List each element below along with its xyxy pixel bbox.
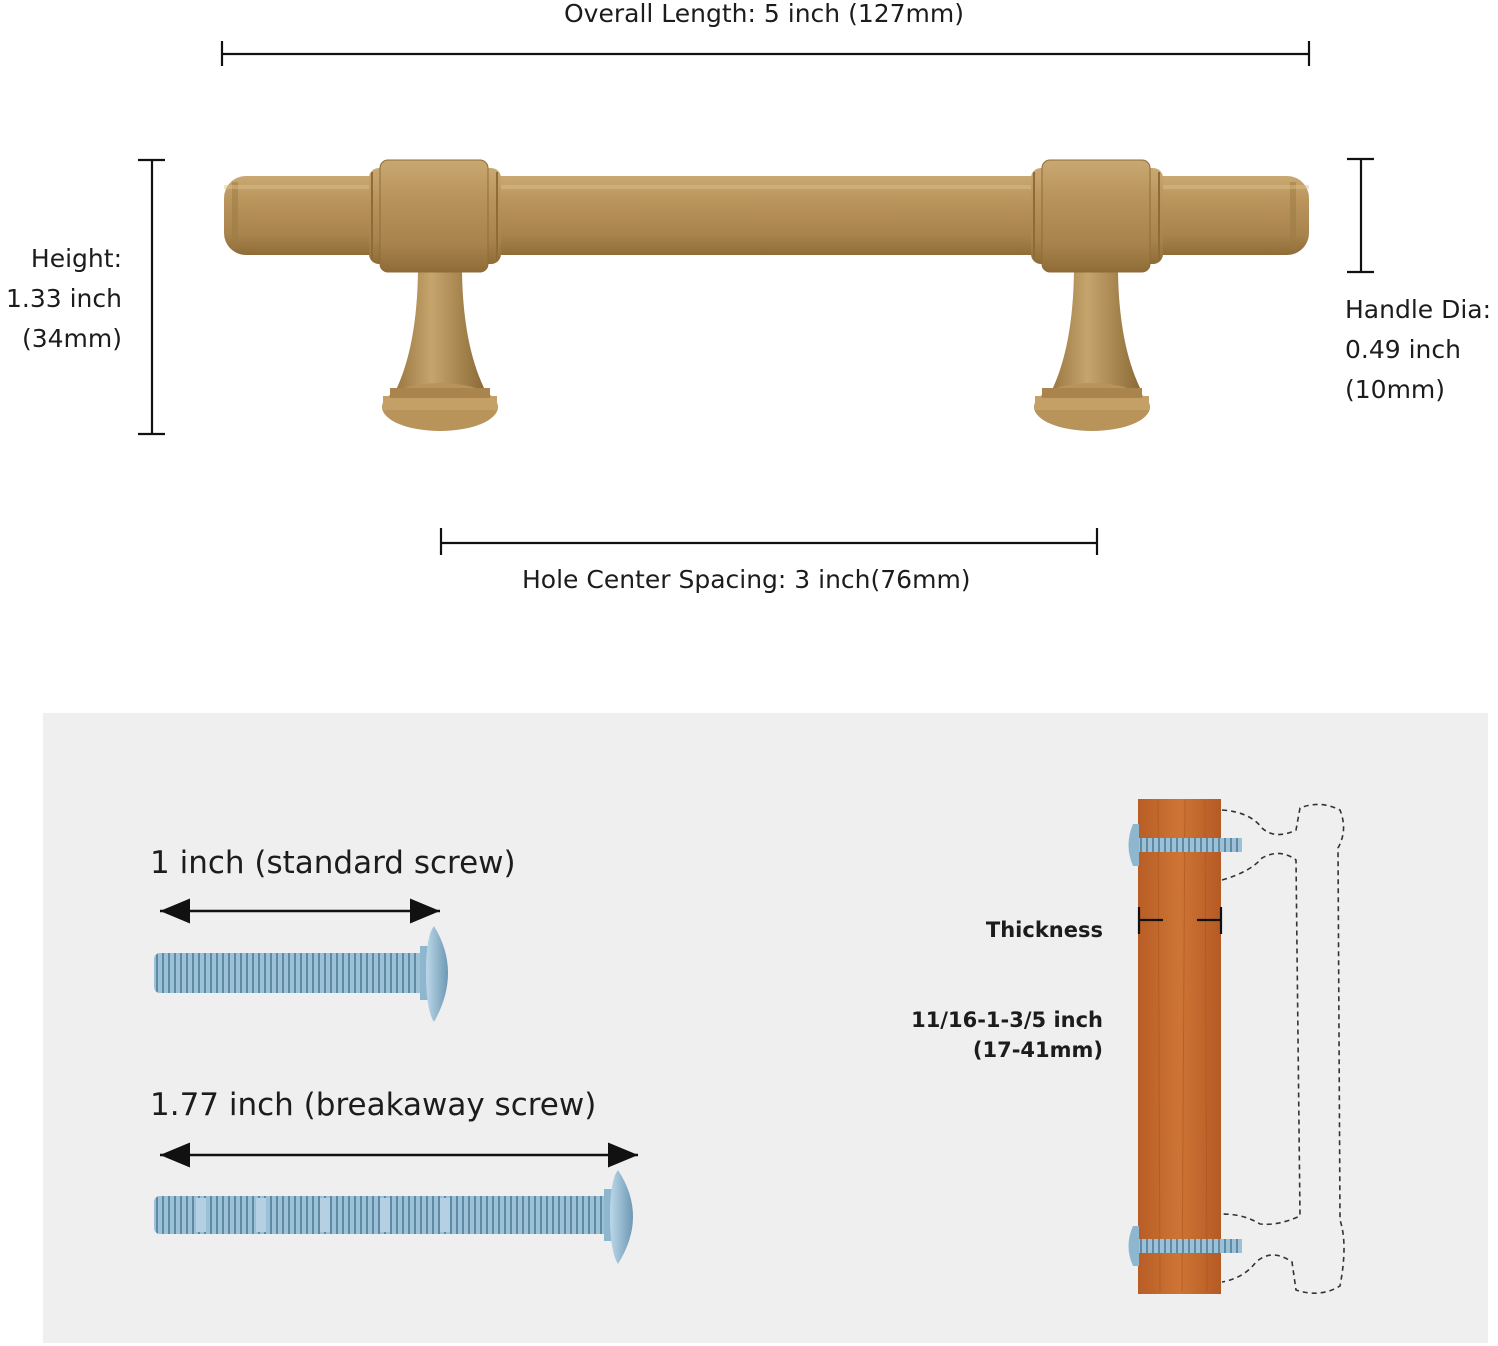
breakaway-screw-icon: [154, 1170, 633, 1264]
handle-left-leg: [382, 265, 498, 431]
thickness-range: 11/16-1-3/5 inch (17-41mm): [880, 1005, 1103, 1065]
handle-drawing: [138, 41, 1374, 555]
hole-spacing-dimension-line: [439, 528, 1099, 555]
thickness-range-inch: 11/16-1-3/5 inch: [911, 1008, 1103, 1032]
height-label: Height: 1.33 inch (34mm): [0, 239, 122, 359]
handle-right-leg: [1034, 265, 1150, 431]
handle-outline-dashed: [1221, 803, 1345, 1294]
overall-length-dimension-line: [220, 41, 1311, 66]
thickness-range-mm: (17-41mm): [972, 1038, 1103, 1062]
standard-screw-label: 1 inch (standard screw): [150, 845, 516, 881]
handle-right-collar: [1031, 159, 1163, 273]
hole-spacing-label: Hole Center Spacing: 3 inch(76mm): [522, 565, 971, 594]
thickness-dimension-line: [1137, 907, 1223, 934]
height-label-line-2: 1.33 inch: [6, 284, 122, 313]
height-dimension-line: [138, 158, 165, 436]
handle-diameter-line-1: Handle Dia:: [1345, 295, 1492, 324]
handle-diameter-dimension-line: [1347, 157, 1374, 274]
screw-info-panel: [43, 713, 1488, 1343]
handle-left-collar: [369, 159, 501, 273]
thickness-title: Thickness: [985, 918, 1103, 942]
breakaway-screw-label: 1.77 inch (breakaway screw): [150, 1087, 597, 1123]
height-label-line-3: (34mm): [21, 324, 122, 353]
handle-diameter-line-3: (10mm): [1345, 375, 1446, 404]
standard-screw-icon: [154, 926, 448, 1022]
overall-length-label: Overall Length: 5 inch (127mm): [564, 0, 964, 28]
wood-board: [1138, 799, 1221, 1294]
bottom-mounting-screw: [1128, 1226, 1242, 1266]
handle-diameter-label: Handle Dia: 0.49 inch (10mm): [1345, 290, 1491, 410]
height-label-line-1: Height:: [30, 244, 122, 273]
top-mounting-screw: [1128, 824, 1242, 866]
handle-diameter-line-2: 0.49 inch: [1345, 335, 1461, 364]
